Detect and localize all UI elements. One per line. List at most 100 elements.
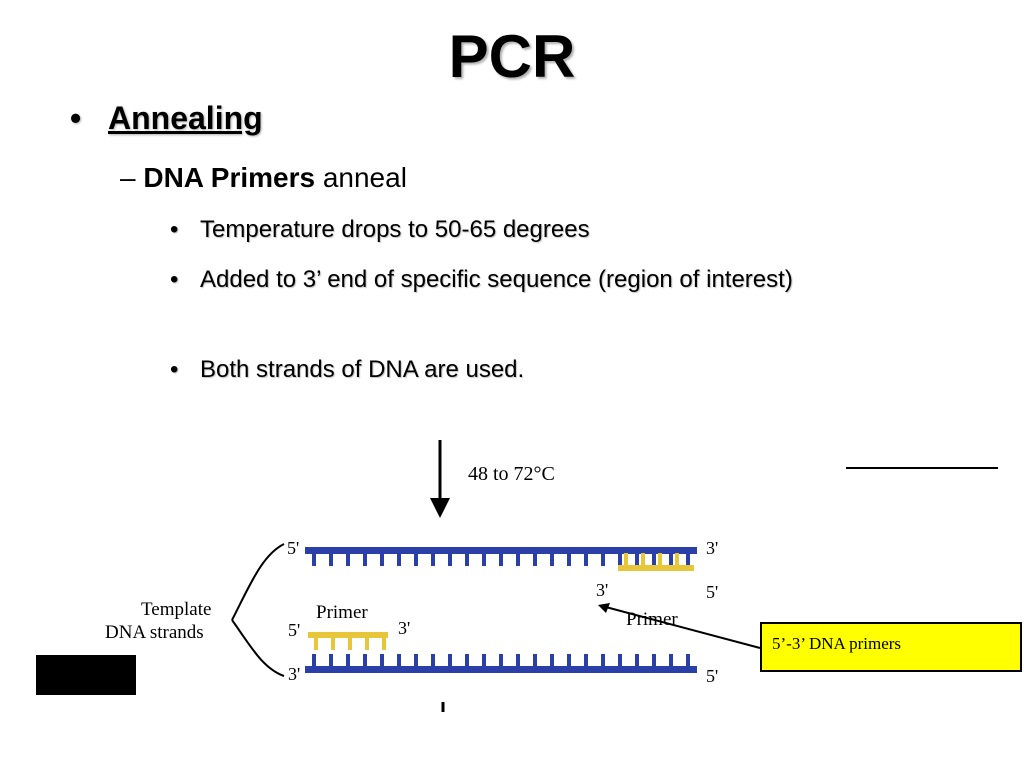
- point-2: • Added to 3’ end of specific sequence (r…: [170, 262, 860, 298]
- base-pair-tick: [624, 553, 628, 565]
- template-label-line2: DNA strands: [105, 622, 204, 643]
- base-pair-tick: [329, 654, 333, 666]
- callout-pointer-arrowhead-icon: [598, 603, 610, 613]
- base-pair-tick: [584, 654, 588, 666]
- base-pair-tick: [431, 554, 435, 566]
- base-pair-tick: [652, 554, 656, 566]
- base-pair-tick: [601, 654, 605, 666]
- left-primer-label: Primer: [316, 602, 368, 623]
- base-pair-tick: [312, 654, 316, 666]
- point-1-text: Temperature drops to 50-65 degrees: [200, 216, 590, 243]
- left-primer-3-label: 3': [398, 618, 410, 638]
- top-right-end-label: 3': [706, 538, 718, 558]
- right-primer-5-label: 5': [706, 582, 718, 602]
- bullet-dot-icon: •: [70, 100, 82, 136]
- base-pair-tick: [669, 554, 673, 566]
- point-3: • Both strands of DNA are used.: [170, 352, 860, 388]
- bracket-lower-icon: [231, 619, 285, 677]
- point-bullet-icon: •: [170, 266, 179, 293]
- template-label-line1: Template: [141, 599, 211, 620]
- horizontal-rule: [846, 467, 998, 469]
- point-bullet-icon: •: [170, 216, 179, 243]
- left-primer-strand: [308, 632, 388, 638]
- base-pair-tick: [669, 654, 673, 666]
- base-pair-tick: [482, 554, 486, 566]
- top-template-strand: [305, 547, 697, 554]
- base-pair-tick: [550, 654, 554, 666]
- point-1: • Temperature drops to 50-65 degrees: [170, 212, 860, 248]
- base-pair-tick: [584, 554, 588, 566]
- point-2-text: Added to 3’ end of specific sequence (re…: [200, 266, 793, 293]
- base-pair-tick: [635, 654, 639, 666]
- base-pair-tick: [363, 654, 367, 666]
- sub-bullet-bold: DNA Primers: [143, 162, 316, 193]
- base-pair-tick: [550, 554, 554, 566]
- right-primer-3-label: 3': [596, 580, 608, 600]
- bottom-strand-bases: [312, 654, 690, 666]
- base-pair-tick: [346, 554, 350, 566]
- slide-title: PCR: [448, 23, 576, 90]
- base-pair-tick: [652, 654, 656, 666]
- base-pair-tick: [533, 654, 537, 666]
- base-pair-tick: [499, 654, 503, 666]
- redaction-box: [36, 655, 136, 695]
- sub-bullet: – DNA Primers anneal: [120, 162, 407, 194]
- base-pair-tick: [380, 654, 384, 666]
- callout-text: 5’-3’ DNA primers: [772, 634, 902, 653]
- base-pair-tick: [314, 638, 318, 650]
- bottom-left-end-label: 3': [288, 664, 300, 684]
- base-pair-tick: [363, 554, 367, 566]
- callout-pointer-line: [601, 605, 761, 649]
- base-pair-tick: [329, 554, 333, 566]
- bottom-right-end-label: 5': [706, 666, 718, 686]
- base-pair-tick: [567, 554, 571, 566]
- base-pair-tick: [675, 553, 679, 565]
- base-pair-tick: [365, 638, 369, 650]
- bullet-annealing: • Annealing: [70, 100, 263, 137]
- right-primer-strand: [618, 565, 694, 571]
- base-pair-tick: [382, 638, 386, 650]
- point-3-text: Both strands of DNA are used.: [200, 356, 525, 383]
- right-primer-bases: [624, 553, 679, 565]
- base-pair-tick: [346, 654, 350, 666]
- base-pair-tick: [482, 654, 486, 666]
- callout-box: 5’-3’ DNA primers: [760, 622, 1022, 672]
- base-pair-tick: [414, 654, 418, 666]
- sub-bullet-text: anneal: [315, 162, 407, 193]
- bracket-upper-icon: [231, 543, 285, 621]
- base-pair-tick: [348, 638, 352, 650]
- base-pair-tick: [331, 638, 335, 650]
- base-pair-tick: [516, 554, 520, 566]
- base-pair-tick: [533, 554, 537, 566]
- base-pair-tick: [312, 554, 316, 566]
- base-pair-tick: [448, 654, 452, 666]
- base-pair-tick: [686, 554, 690, 566]
- arrow-head-icon: [430, 498, 450, 518]
- base-pair-tick: [618, 654, 622, 666]
- base-pair-tick: [641, 553, 645, 565]
- base-pair-tick: [380, 554, 384, 566]
- base-pair-tick: [397, 654, 401, 666]
- base-pair-tick: [618, 554, 622, 566]
- top-strand-bases: [312, 554, 690, 566]
- point-bullet-icon: •: [170, 356, 179, 383]
- base-pair-tick: [431, 654, 435, 666]
- base-pair-tick: [567, 654, 571, 666]
- dash-icon: –: [120, 162, 144, 193]
- bullet-annealing-label: Annealing: [108, 100, 263, 136]
- base-pair-tick: [465, 654, 469, 666]
- base-pair-tick: [448, 554, 452, 566]
- left-primer-bases: [314, 638, 386, 650]
- bottom-template-strand: [305, 666, 697, 673]
- base-pair-tick: [499, 554, 503, 566]
- base-pair-tick: [686, 654, 690, 666]
- pcr-annealing-diagram: 48 to 72°C 5' 3' 3' 5' Primer Primer 5' …: [105, 440, 761, 712]
- temperature-label: 48 to 72°C: [468, 463, 555, 485]
- base-pair-tick: [516, 654, 520, 666]
- base-pair-tick: [658, 553, 662, 565]
- base-pair-tick: [465, 554, 469, 566]
- base-pair-tick: [414, 554, 418, 566]
- left-primer-5-label: 5': [288, 620, 300, 640]
- top-left-end-label: 5': [287, 538, 299, 558]
- base-pair-tick: [635, 554, 639, 566]
